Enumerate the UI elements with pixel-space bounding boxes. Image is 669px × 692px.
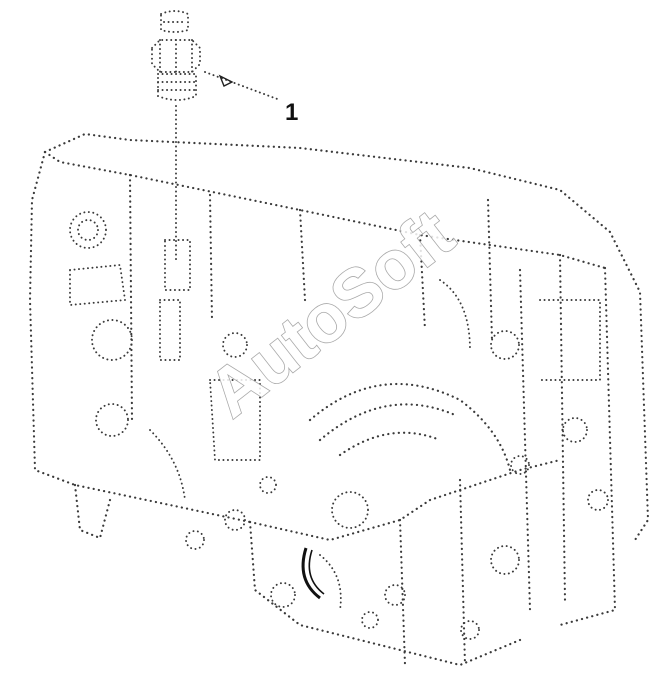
callout-1: 1 — [204, 71, 298, 126]
callout-number: 1 — [285, 99, 298, 126]
pressure-sensor-part — [151, 10, 201, 261]
engine-block — [28, 132, 650, 667]
watermark-text: AutoSoft — [194, 195, 467, 432]
